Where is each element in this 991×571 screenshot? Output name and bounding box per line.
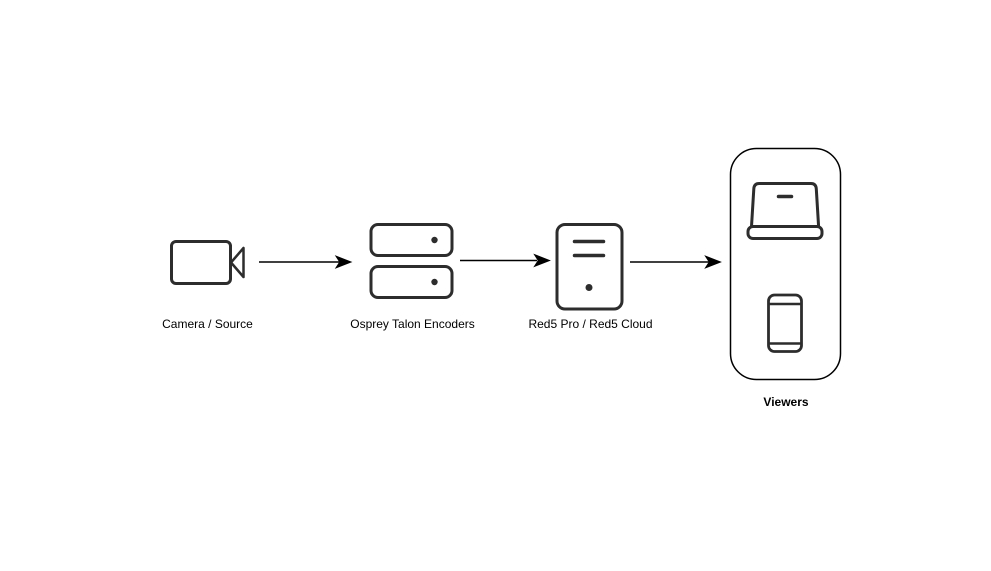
- laptop-icon: [746, 182, 824, 240]
- arrowhead-icon: [704, 255, 722, 269]
- node-viewers[interactable]: Viewers: [729, 147, 842, 410]
- encoder-rack-icon: [369, 223, 454, 299]
- arrowhead-icon: [334, 255, 353, 269]
- server-case: [555, 223, 624, 311]
- node-camera-source[interactable]: Camera / Source: [162, 240, 253, 332]
- encoder-unit-bottom: [369, 265, 454, 299]
- encoder-led-bottom: [431, 278, 438, 286]
- node-label-media-server: Red5 Pro / Red5 Cloud: [528, 317, 652, 331]
- node-encoders[interactable]: Osprey Talon Encoders: [350, 223, 475, 332]
- arrowhead-icon: [533, 253, 551, 268]
- laptop-base: [746, 225, 824, 240]
- laptop-screen: [750, 182, 821, 228]
- encoder-led-top: [431, 236, 438, 244]
- server-power-led: [585, 284, 593, 291]
- server-tower-icon: [555, 223, 624, 311]
- phone-body: [767, 293, 803, 353]
- arrow-server-to-viewers[interactable]: [630, 255, 722, 269]
- arrow-camera-to-encoders[interactable]: [259, 255, 353, 269]
- video-camera-icon: [170, 240, 245, 285]
- smartphone-icon: [767, 293, 803, 353]
- camera-lens: [229, 246, 245, 279]
- node-label-camera-source: Camera / Source: [162, 317, 253, 331]
- node-label-viewers: Viewers: [763, 395, 808, 409]
- camera-body: [170, 240, 232, 285]
- node-label-encoders: Osprey Talon Encoders: [350, 317, 475, 331]
- viewers-container: [729, 147, 842, 381]
- node-media-server[interactable]: Red5 Pro / Red5 Cloud: [528, 223, 653, 332]
- arrow-encoders-to-server[interactable]: [460, 253, 551, 268]
- encoder-unit-top: [369, 223, 454, 257]
